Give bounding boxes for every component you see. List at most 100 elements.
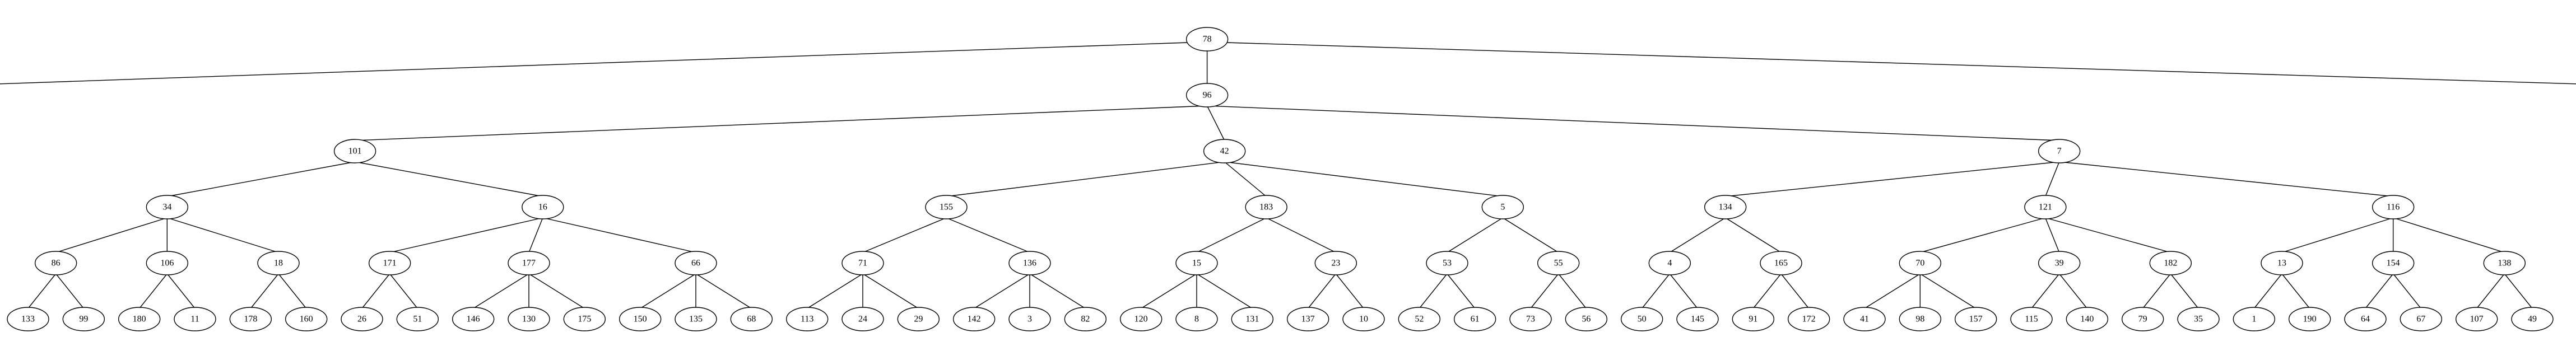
node-ellipse xyxy=(2121,307,2164,331)
node-ellipse xyxy=(1203,139,1246,163)
edge-177-175 xyxy=(528,273,585,309)
edge-121-39 xyxy=(2045,217,2060,253)
node-label: 4 xyxy=(1667,259,1672,268)
node-label: 157 xyxy=(1969,315,1983,324)
node-ellipse xyxy=(619,307,662,331)
edge-7-134 xyxy=(1725,161,2059,197)
tree-node-10: 10 xyxy=(1342,307,1385,331)
tree-node-42: 42 xyxy=(1203,139,1246,163)
tree-node-157: 157 xyxy=(1954,307,1997,331)
tree-node-134: 134 xyxy=(1704,195,1747,219)
node-ellipse xyxy=(1565,307,1608,331)
node-label: 5 xyxy=(1500,203,1505,212)
tree-node-13: 13 xyxy=(2261,251,2303,275)
tree-node-53: 53 xyxy=(1426,251,1468,275)
node-ellipse xyxy=(841,307,884,331)
edge-15-131 xyxy=(1196,273,1253,309)
edge-4-145 xyxy=(1669,273,1698,309)
node-ellipse xyxy=(1732,307,1775,331)
node-ellipse xyxy=(1481,195,1524,219)
tree-node-91: 91 xyxy=(1732,307,1775,331)
node-ellipse xyxy=(2066,307,2109,331)
edge-55-56 xyxy=(1558,273,1587,309)
tree-node-150: 150 xyxy=(619,307,662,331)
tree-node-131: 131 xyxy=(1231,307,1274,331)
node-ellipse xyxy=(2344,307,2387,331)
node-ellipse xyxy=(1119,307,1163,331)
tree-node-73: 73 xyxy=(1509,307,1552,331)
tree-node-86: 86 xyxy=(34,251,77,275)
tree-node-138: 138 xyxy=(2483,251,2526,275)
tree-node-120: 120 xyxy=(1119,307,1163,331)
node-label: 107 xyxy=(2470,315,2484,324)
node-label: 160 xyxy=(300,315,313,324)
tree-node-190: 190 xyxy=(2288,307,2331,331)
tree-node-11: 11 xyxy=(174,307,216,331)
node-ellipse xyxy=(2149,251,2192,275)
node-label: 64 xyxy=(2361,315,2370,324)
tree-node-51: 51 xyxy=(396,307,439,331)
node-ellipse xyxy=(730,307,773,331)
node-label: 79 xyxy=(2138,315,2147,324)
tree-node-178: 178 xyxy=(229,307,272,331)
tree-node-23: 23 xyxy=(1314,251,1357,275)
node-label: 8 xyxy=(1194,315,1199,324)
tree-node-8: 8 xyxy=(1175,307,1218,331)
node-ellipse xyxy=(1342,307,1385,331)
node-label: 172 xyxy=(1802,315,1816,324)
node-label: 146 xyxy=(467,315,480,324)
node-ellipse xyxy=(2400,307,2443,331)
node-label: 133 xyxy=(21,315,35,324)
node-ellipse xyxy=(257,251,300,275)
edge-23-10 xyxy=(1335,273,1364,309)
edge-70-157 xyxy=(1919,273,1977,309)
tree-node-96: 96 xyxy=(1185,83,1229,107)
edge-96-7 xyxy=(1207,105,2059,141)
tree-node-71: 71 xyxy=(841,251,884,275)
tree-node-180: 180 xyxy=(118,307,161,331)
edge-136-82 xyxy=(1029,273,1086,309)
node-ellipse xyxy=(1704,195,1747,219)
edge-121-182 xyxy=(2045,217,2171,253)
tree-node-121: 121 xyxy=(2024,195,2067,219)
node-ellipse xyxy=(1175,251,1218,275)
tree-node-15: 15 xyxy=(1175,251,1218,275)
tree-node-78: 78 xyxy=(1185,27,1229,52)
tree-node-165: 165 xyxy=(1760,251,1802,275)
edge-101-16 xyxy=(355,161,543,197)
node-label: 183 xyxy=(1259,203,1273,212)
node-ellipse xyxy=(1787,307,1830,331)
tree-node-172: 172 xyxy=(1787,307,1830,331)
edge-16-177 xyxy=(528,217,543,253)
node-ellipse xyxy=(508,251,550,275)
node-label: 120 xyxy=(1134,315,1148,324)
edge-134-4 xyxy=(1669,217,1726,253)
node-label: 53 xyxy=(1443,259,1452,268)
node-ellipse xyxy=(2288,307,2331,331)
edge-34-86 xyxy=(55,217,168,253)
tree-edges xyxy=(0,42,2576,309)
node-ellipse xyxy=(1008,307,1051,331)
edge-42-5 xyxy=(1224,161,1503,197)
tree-node-142: 142 xyxy=(952,307,996,331)
node-ellipse xyxy=(675,251,717,275)
edge-70-41 xyxy=(1864,273,1921,309)
edge-13-1 xyxy=(2253,273,2282,309)
edge-4-50 xyxy=(1642,273,1670,309)
edge-165-91 xyxy=(1752,273,1782,309)
edge-7-121 xyxy=(2045,161,2060,197)
node-ellipse xyxy=(2372,251,2415,275)
tree-node-1: 1 xyxy=(2233,307,2276,331)
node-label: 165 xyxy=(1774,259,1788,268)
edge-106-180 xyxy=(139,273,168,309)
edge-121-70 xyxy=(1920,217,2046,253)
node-ellipse xyxy=(368,251,411,275)
tree-node-79: 79 xyxy=(2121,307,2164,331)
tree-node-3: 3 xyxy=(1008,307,1051,331)
node-ellipse xyxy=(952,307,996,331)
node-ellipse xyxy=(1760,251,1802,275)
edge-34-18 xyxy=(167,217,279,253)
node-ellipse xyxy=(1843,307,1886,331)
node-ellipse xyxy=(1620,307,1663,331)
edge-183-23 xyxy=(1266,217,1336,253)
